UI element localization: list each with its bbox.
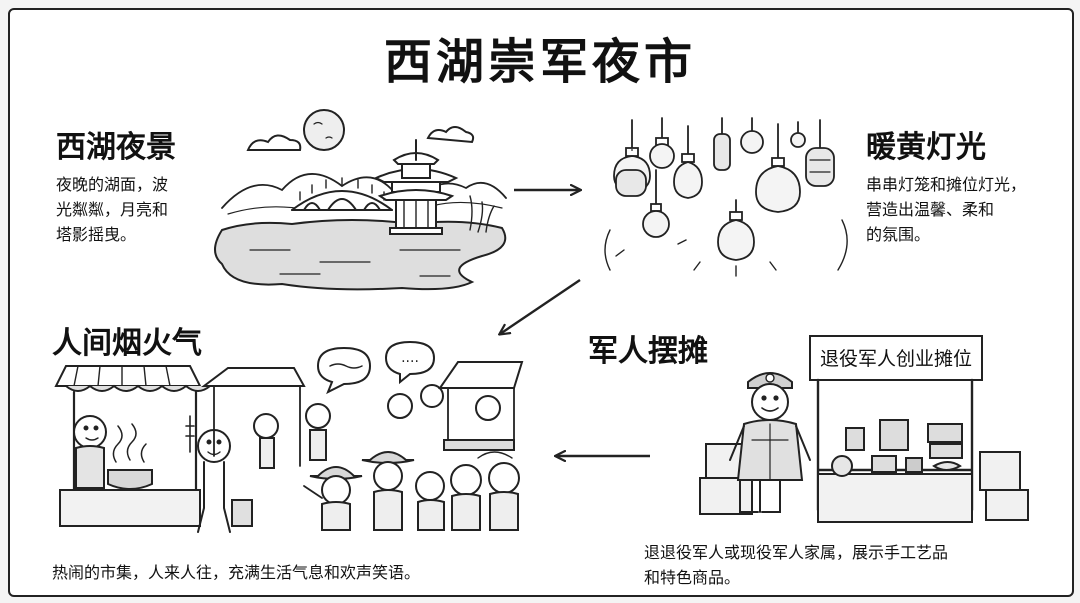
hat-icon — [361, 451, 415, 464]
cloud-icon — [426, 126, 475, 144]
market-description: 热闹的市集，人来人往，充满生活气息和欢声笑语。 — [52, 563, 421, 582]
steam — [112, 423, 147, 463]
lights-heading: 暖黄灯光 — [866, 130, 986, 165]
lightbulb-icon — [642, 169, 670, 238]
lake-scene-illustration — [214, 109, 507, 291]
soldier-heading: 军人摆摊 — [588, 334, 708, 369]
hat-icon — [309, 466, 363, 480]
market-heading: 人间烟火气 — [52, 326, 202, 361]
stall-awning — [201, 367, 306, 387]
poster-title: 西湖崇军夜市 — [383, 34, 696, 90]
stall-counter — [817, 473, 973, 523]
lightbulb-icon — [740, 117, 764, 154]
moon-icon — [303, 109, 345, 151]
arrow-lights-to-market — [500, 279, 581, 334]
cardboard-box — [985, 489, 1029, 521]
product-jar — [905, 457, 923, 473]
product-box — [927, 423, 963, 443]
soldier-figure — [729, 372, 811, 513]
lights-description: 串串灯笼和摊位灯光， 营造出温馨、柔和 的氛围。 — [866, 175, 1027, 244]
lightbulb-icon — [790, 121, 806, 148]
lake-water — [214, 219, 507, 291]
soldier-stall-illustration: 退役军人创业摊位 — [699, 335, 1029, 523]
lightbulb-icon — [673, 125, 703, 199]
product-plate — [932, 461, 962, 471]
product-book — [871, 455, 897, 473]
product-box — [879, 419, 909, 451]
lightbulb-icon — [649, 117, 675, 169]
product-plate — [831, 455, 853, 477]
lights-scene-illustration — [604, 117, 848, 277]
lantern-icon — [805, 119, 835, 187]
cooking-pot-icon — [107, 469, 153, 490]
lake-description: 夜晚的湖面，波 光粼粼，月亮和 塔影摇曳。 — [56, 175, 169, 244]
speech-bubble — [384, 340, 436, 385]
cloud-icon — [246, 134, 302, 151]
speech-bubble — [316, 346, 372, 395]
product-box — [845, 427, 865, 451]
stall-sign — [809, 335, 983, 381]
stall-sign-label: 退役军人创业摊位 — [820, 348, 972, 370]
lightbulb-icon — [717, 199, 755, 261]
shopping-bag-icon — [231, 499, 253, 527]
cardboard-box — [979, 451, 1021, 491]
reeds — [469, 195, 495, 233]
soldier-description: 退退役军人或现役军人家属，展示手工艺品 和特色商品。 — [644, 543, 949, 587]
pagoda-icon — [373, 139, 459, 235]
market-scene-illustration: .... — [54, 340, 524, 533]
lantern-icon — [615, 149, 647, 197]
cardboard-box — [699, 477, 753, 515]
stall-awning — [438, 361, 524, 389]
lake-heading: 西湖夜景 — [56, 130, 176, 165]
product-box — [929, 443, 963, 459]
lantern-icon — [713, 117, 731, 171]
speech-bubble-dots: .... — [401, 350, 419, 366]
lightbulb-icon — [755, 123, 801, 213]
